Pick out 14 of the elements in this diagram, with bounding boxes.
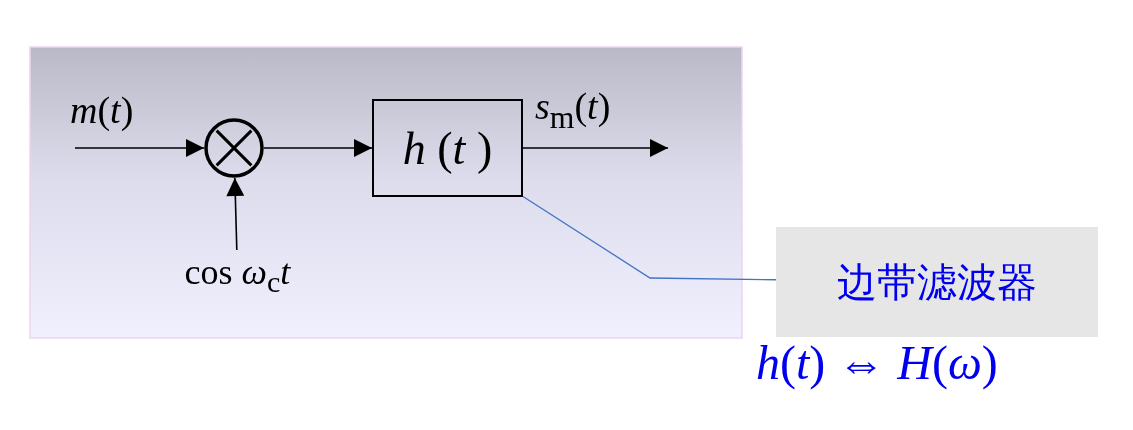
callout-box [776,227,1098,337]
signal-label: m(t) [70,88,134,132]
carrier-label: cos ω$_{c}$t [184,250,291,300]
arrow [74,139,205,157]
callout-text: 边带滤波器 [837,257,1037,307]
arrow [263,139,373,157]
arrow [226,177,245,251]
leader-line [522,195,777,281]
transfer-function: h (t ) [402,121,493,175]
filter-block [372,99,523,197]
multiplier-symbol [204,118,264,178]
signal-label: s$_{m}$(t) [535,84,611,136]
arrow [522,139,669,157]
formula-text: h(t) ⇔ H(ω) [756,335,998,390]
